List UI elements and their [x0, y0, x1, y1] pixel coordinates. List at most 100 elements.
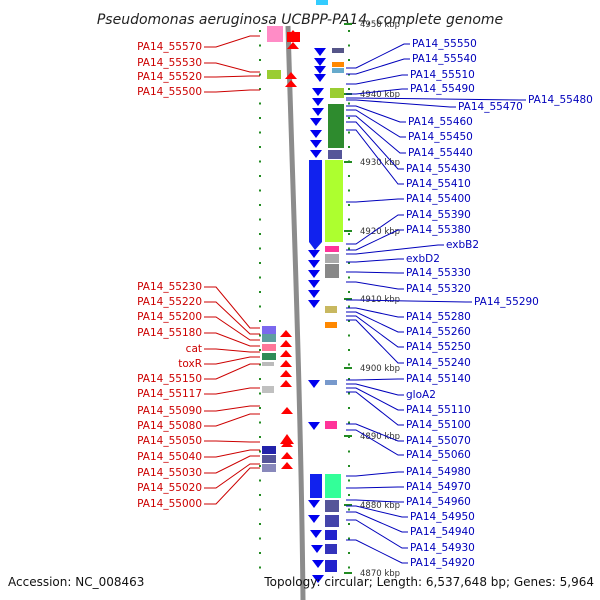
gene-arrow-reverse[interactable]: [285, 80, 297, 87]
gene-arrow-forward[interactable]: [308, 290, 320, 298]
gene-label-left[interactable]: PA14_55520: [137, 71, 202, 83]
gene-arrow-reverse[interactable]: [280, 360, 292, 367]
gene-arrow-reverse[interactable]: [280, 330, 292, 337]
gene-arrow-forward[interactable]: [308, 515, 320, 523]
gene-label-left[interactable]: PA14_55570: [137, 41, 202, 53]
gene-label-right[interactable]: PA14_55490: [410, 83, 475, 95]
gene-label-right[interactable]: PA14_55510: [410, 69, 475, 81]
gene-arrow-forward[interactable]: [308, 380, 320, 388]
gene-label-right[interactable]: PA14_54930: [410, 542, 475, 554]
gene-label-left[interactable]: PA14_55117: [137, 388, 202, 400]
gene-label-right[interactable]: PA14_55100: [406, 419, 471, 431]
gene-label-left[interactable]: PA14_55180: [137, 327, 202, 339]
gene-label-left[interactable]: toxR: [178, 358, 202, 370]
gene-arrow-reverse[interactable]: [280, 434, 294, 444]
gene-label-right[interactable]: PA14_55480: [528, 94, 593, 106]
gene-label-left[interactable]: PA14_55040: [137, 451, 202, 463]
gene-arrow-reverse[interactable]: [280, 350, 292, 357]
gene-arrow-forward[interactable]: [314, 66, 326, 74]
gene-label-right[interactable]: PA14_55290: [474, 296, 539, 308]
gene-block[interactable]: [332, 68, 344, 73]
gene-label-left[interactable]: PA14_55080: [137, 420, 202, 432]
gene-arrow-forward[interactable]: [314, 48, 326, 56]
gene-label-right[interactable]: PA14_54980: [406, 466, 471, 478]
gene-label-right[interactable]: PA14_55240: [406, 357, 471, 369]
gene-arrow-forward[interactable]: [314, 74, 326, 82]
gene-label-left[interactable]: PA14_55050: [137, 435, 202, 447]
gene-label-right[interactable]: PA14_54920: [410, 557, 475, 569]
gene-block[interactable]: [262, 464, 276, 472]
gene-block[interactable]: [325, 530, 337, 540]
gene-label-left[interactable]: PA14_55000: [137, 498, 202, 510]
gene-block[interactable]: [287, 32, 300, 42]
gene-label-right[interactable]: PA14_54940: [410, 526, 475, 538]
gene-block[interactable]: [262, 362, 274, 366]
gene-arrow-forward[interactable]: [312, 575, 324, 583]
gene-label-left[interactable]: cat: [186, 343, 202, 355]
gene-block[interactable]: [325, 160, 343, 242]
gene-arrow-reverse[interactable]: [285, 72, 297, 79]
gene-block[interactable]: [325, 306, 337, 313]
gene-arrow-forward[interactable]: [314, 58, 326, 66]
gene-arrow-reverse[interactable]: [280, 340, 292, 347]
gene-label-right[interactable]: PA14_55070: [406, 435, 471, 447]
gene-block[interactable]: [309, 160, 322, 242]
gene-arrow-forward[interactable]: [310, 530, 322, 538]
gene-block[interactable]: [267, 26, 283, 42]
gene-block[interactable]: [267, 70, 281, 79]
gene-arrow-reverse[interactable]: [281, 462, 293, 469]
gene-block[interactable]: [332, 62, 344, 67]
gene-block[interactable]: [325, 474, 341, 498]
gene-block[interactable]: [328, 104, 344, 148]
gene-arrow-reverse[interactable]: [281, 452, 293, 459]
gene-block[interactable]: [332, 48, 344, 53]
gene-label-right[interactable]: PA14_55280: [406, 311, 471, 323]
gene-block[interactable]: [262, 326, 276, 334]
gene-block[interactable]: [325, 500, 339, 512]
gene-label-right[interactable]: PA14_55330: [406, 267, 471, 279]
gene-arrow-forward[interactable]: [310, 130, 322, 138]
gene-label-left[interactable]: PA14_55220: [137, 296, 202, 308]
gene-label-right[interactable]: PA14_55400: [406, 193, 471, 205]
gene-block[interactable]: [310, 474, 322, 498]
gene-label-right[interactable]: PA14_54970: [406, 481, 471, 493]
gene-label-right[interactable]: PA14_55460: [408, 116, 473, 128]
gene-arrow-reverse[interactable]: [280, 370, 292, 377]
gene-label-right[interactable]: PA14_54960: [406, 496, 471, 508]
gene-arrow-forward[interactable]: [310, 150, 322, 158]
gene-arrow-forward[interactable]: [308, 300, 320, 308]
gene-label-left[interactable]: PA14_55500: [137, 86, 202, 98]
gene-block[interactable]: [262, 353, 276, 360]
gene-arrow-forward[interactable]: [308, 280, 320, 288]
gene-block[interactable]: [262, 334, 276, 342]
gene-label-left[interactable]: PA14_55020: [137, 482, 202, 494]
gene-block[interactable]: [262, 344, 276, 351]
gene-block[interactable]: [325, 544, 337, 554]
gene-label-left[interactable]: PA14_55090: [137, 405, 202, 417]
gene-label-left[interactable]: PA14_55230: [137, 281, 202, 293]
gene-block[interactable]: [325, 246, 339, 252]
gene-label-right[interactable]: exbB2: [446, 239, 479, 251]
gene-label-right[interactable]: PA14_55430: [406, 163, 471, 175]
gene-arrow-forward[interactable]: [308, 250, 320, 258]
gene-label-right[interactable]: PA14_55550: [412, 38, 477, 50]
gene-arrow-forward[interactable]: [310, 140, 322, 148]
gene-block[interactable]: [325, 380, 337, 385]
gene-arrow-reverse[interactable]: [281, 407, 293, 414]
gene-label-right[interactable]: exbD2: [406, 253, 440, 265]
gene-label-right[interactable]: PA14_54950: [410, 511, 475, 523]
gene-block[interactable]: [262, 446, 276, 454]
gene-block[interactable]: [325, 254, 339, 263]
gene-arrow-forward[interactable]: [309, 242, 322, 250]
gene-block[interactable]: [325, 322, 337, 328]
gene-label-left[interactable]: PA14_55530: [137, 57, 202, 69]
gene-arrow-forward[interactable]: [308, 260, 320, 268]
gene-label-left[interactable]: PA14_55200: [137, 311, 202, 323]
gene-label-right[interactable]: PA14_55470: [458, 101, 523, 113]
gene-block[interactable]: [330, 88, 344, 98]
gene-block[interactable]: [325, 421, 337, 429]
gene-label-right[interactable]: PA14_55540: [412, 53, 477, 65]
gene-block[interactable]: [325, 560, 337, 572]
gene-arrow-forward[interactable]: [308, 500, 320, 508]
gene-label-right[interactable]: PA14_55110: [406, 404, 471, 416]
